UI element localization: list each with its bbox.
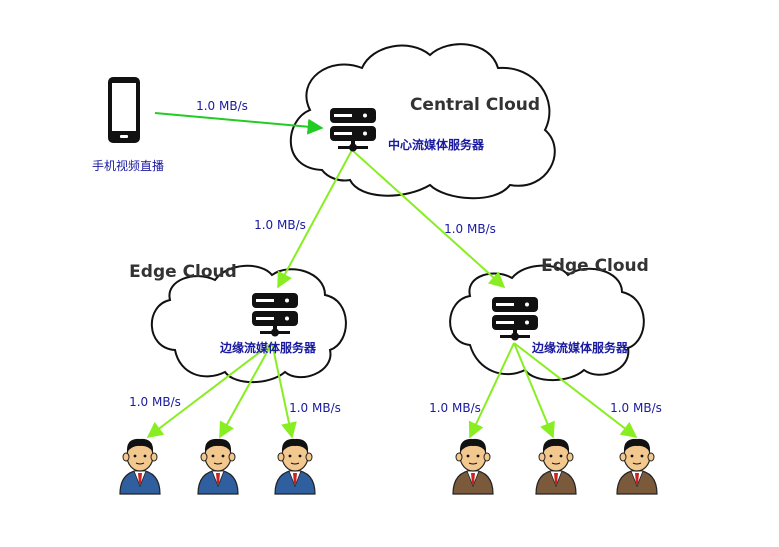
link-edge-right-user1 [468,342,515,439]
user-icon [452,438,494,495]
edge-right-title: Edge Cloud [541,256,649,276]
user-icon [197,438,239,495]
central-server-label: 中心流媒体服务器 [388,137,485,152]
rate-edge-left-user1: 1.0 MB/s [129,395,181,409]
edge-cloud-left [150,264,347,384]
rate-central-edge-left: 1.0 MB/s [254,218,306,232]
rate-edge-left-user3: 1.0 MB/s [289,401,341,415]
smartphone-icon [108,77,140,143]
user-icon [535,438,577,495]
user-icon [119,438,161,495]
link-edge-left-user2 [219,342,273,439]
link-edge-right-user3 [513,342,638,438]
link-edge-left-user1 [146,342,273,438]
edge-right-server-label: 边缘流媒体服务器 [531,340,629,355]
user-icon [616,438,658,495]
edge-left-title: Edge Cloud [129,262,237,282]
edge-cloud-right [449,264,645,382]
rate-central-edge-right: 1.0 MB/s [444,222,496,236]
edge-left-server-label: 边缘流媒体服务器 [219,340,317,355]
link-central-edge-left [277,149,353,289]
rate-edge-right-user1: 1.0 MB/s [429,401,481,415]
link-phone-central [154,112,324,135]
user-icon [274,438,316,495]
link-edge-left-user3 [271,342,297,439]
link-central-edge-right [351,149,506,289]
rate-edge-right-user3: 1.0 MB/s [610,401,662,415]
central-cloud-title: Central Cloud [410,95,540,115]
rate-phone-central: 1.0 MB/s [196,99,248,113]
phone-label: 手机视频直播 [92,158,164,173]
central-cloud [289,43,556,200]
link-edge-right-user2 [513,342,555,439]
